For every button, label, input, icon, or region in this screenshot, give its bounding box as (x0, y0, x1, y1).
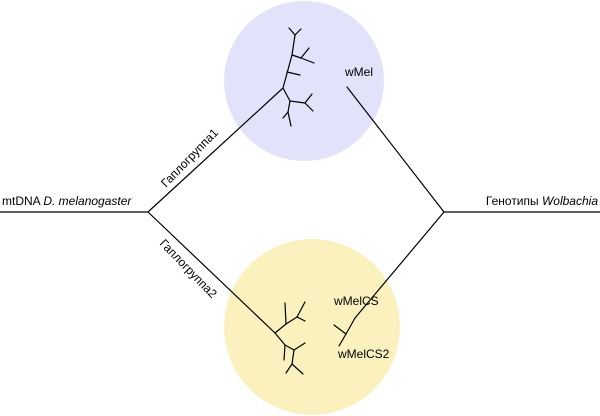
haplogroup1-circle (224, 1, 384, 161)
haplogroup2-label: Гаплогруппа2 (157, 236, 220, 301)
haplogroup1-branch (147, 87, 284, 213)
wmelcs-label: wMelCS (333, 294, 379, 308)
haplogroup2-circle (224, 239, 400, 415)
wmelcs-branch (354, 211, 445, 319)
wmel-label: wMel (344, 65, 373, 79)
mtdna-label: mtDNA D. melanogaster (2, 194, 132, 208)
haplogroup2-branch (147, 211, 276, 334)
wolbachia-genotypes-label: Генотипы Wolbachia (486, 194, 598, 208)
haplogroup2-tree (274, 301, 306, 375)
wmel-branch (346, 86, 445, 213)
haplogroup1-tree (282, 27, 315, 127)
wmelcs2-label: wMelCS2 (337, 347, 390, 361)
haplogroup1-label: Гаплогруппа1 (158, 125, 221, 190)
wmelcs-tree (333, 317, 356, 347)
